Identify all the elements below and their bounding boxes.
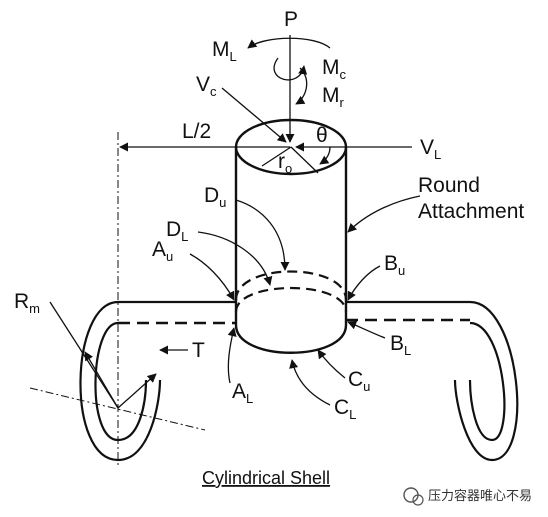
round-attachment-leader: [347, 195, 421, 233]
dl-leader: [197, 231, 273, 286]
shell-inner-dashed: [118, 318, 470, 325]
label-dl: DL: [166, 218, 188, 244]
shell-axis-centerline: [29, 387, 206, 431]
label-cu: Cu: [348, 368, 370, 394]
cu-leader: [317, 349, 346, 379]
label-p: P: [284, 8, 298, 31]
round-attachment: [234, 118, 348, 354]
shell-left-end-outer: [79, 300, 162, 462]
label-theta: θ: [316, 124, 328, 147]
label-bu: Bu: [384, 252, 405, 278]
label-half-length: L/2: [182, 120, 211, 143]
label-du: Du: [204, 184, 226, 210]
vc-force-arrow: [221, 87, 287, 143]
mc-moment-arc: [273, 57, 308, 81]
rm-arrow-out: [117, 373, 157, 409]
label-vc: Vc: [196, 73, 217, 99]
rm-leader: [49, 301, 119, 409]
label-au: Au: [152, 238, 173, 264]
diagram-caption: Cylindrical Shell: [202, 468, 330, 488]
shell-right-end-outer: [453, 300, 519, 462]
label-bl: BL: [390, 332, 411, 358]
label-vl: VL: [420, 136, 441, 162]
du-leader: [235, 199, 290, 271]
theta-arc: [319, 146, 331, 165]
label-rm: Rm: [14, 290, 40, 316]
intersection-hidden: [234, 270, 348, 313]
theta-line: [290, 146, 319, 174]
shell-left-end-inner: [94, 321, 148, 442]
label-ro: ro: [278, 150, 292, 176]
label-round: Round: [418, 174, 480, 197]
shell-right-end-inner: [468, 321, 506, 442]
label-mc: Mc: [322, 56, 347, 82]
mr-moment-arc: [295, 67, 308, 105]
bu-leader: [347, 265, 381, 301]
cl-leader: [289, 359, 331, 406]
rm-arrow-in: [84, 351, 119, 409]
labels: P ML Mc Mr Vc VL L/2 θ ro Du DL Au Bu BL…: [14, 8, 524, 488]
al-leader: [227, 327, 237, 384]
cylindrical-shell: [79, 300, 519, 462]
label-mr: Mr: [322, 84, 345, 110]
radius-line: [261, 146, 292, 167]
intersection-upper-dashed: [234, 270, 348, 301]
ml-moment-arc: [247, 37, 331, 49]
label-ml: ML: [212, 38, 237, 64]
bl-leader: [347, 320, 386, 339]
label-attachment: Attachment: [418, 200, 524, 223]
load-arrows: [49, 35, 421, 409]
attachment-bottom-front: [234, 324, 348, 354]
label-t: T: [192, 339, 205, 362]
label-al: AL: [232, 380, 253, 406]
watermark-text: 压力容器唯心不易: [428, 488, 532, 503]
au-leader: [189, 253, 235, 301]
intersection-lower-dashed: [234, 286, 348, 313]
label-cl: CL: [334, 396, 356, 422]
centerlines: [29, 132, 206, 465]
watermark: 压力容器唯心不易: [403, 487, 532, 506]
